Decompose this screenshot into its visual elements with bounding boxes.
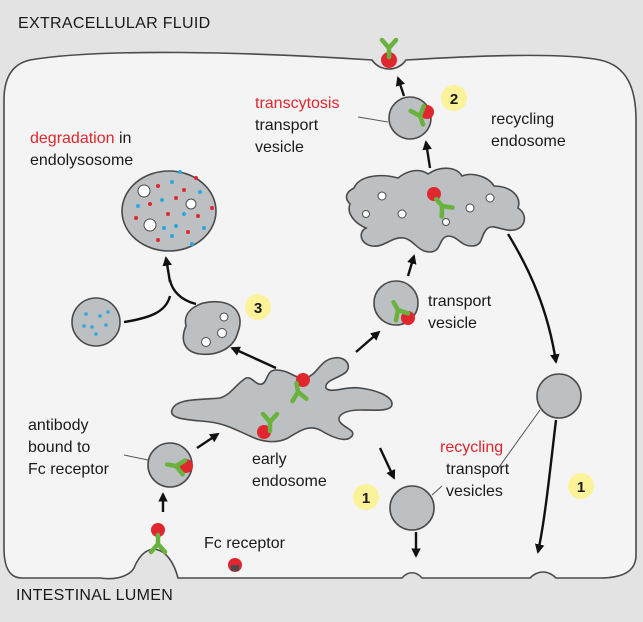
svg-text:recycling: recycling xyxy=(491,111,554,128)
leader-lines xyxy=(123,116,541,496)
endolysosome-particle xyxy=(166,212,170,216)
svg-text:endosome: endosome xyxy=(252,473,327,490)
svg-text:2: 2 xyxy=(450,91,458,108)
svg-text:1: 1 xyxy=(577,479,585,496)
svg-text:transcytosis: transcytosis xyxy=(255,95,339,112)
endolysosome-particle xyxy=(210,206,214,210)
endolysosome-particle xyxy=(196,214,200,218)
region-intestinal-lumen: INTESTINAL LUMEN xyxy=(16,587,173,604)
recycling-transport-vesicle-left xyxy=(389,485,435,531)
badge-1-left: 1 xyxy=(353,484,379,510)
receptor-antibody-recycling-endosome xyxy=(427,187,453,217)
label-fc-receptor: Fc receptor xyxy=(204,535,286,552)
svg-text:endosome: endosome xyxy=(491,133,566,150)
endolysosome-particle xyxy=(202,226,206,230)
label-antibody: antibody bound to Fc receptor xyxy=(28,417,110,478)
badge-2: 2 xyxy=(441,85,467,111)
fluid-phase-vesicle xyxy=(71,297,121,347)
receptor-antibody-pit xyxy=(151,523,165,552)
lysosome-vesicle xyxy=(182,301,241,356)
svg-text:3: 3 xyxy=(254,300,262,317)
endolysosome-particle xyxy=(170,234,174,238)
free-fc-receptor xyxy=(228,558,242,572)
label-transcytosis: transcytosis transport vesicle xyxy=(255,95,339,156)
receptor-antibody-endocytic-vesicle xyxy=(166,458,193,475)
svg-text:transport: transport xyxy=(428,293,492,310)
transcytosis-vesicle xyxy=(388,96,432,140)
label-transport-vesicle: transport vesicle xyxy=(428,293,492,332)
svg-text:1: 1 xyxy=(362,490,370,507)
svg-text:early: early xyxy=(252,451,287,468)
recycling-transport-vesicle-right xyxy=(536,373,582,419)
endolysosome-particle xyxy=(160,198,164,202)
endolysosome-particle xyxy=(174,224,178,228)
svg-text:vesicle: vesicle xyxy=(255,139,304,156)
svg-text:transport: transport xyxy=(446,461,510,478)
svg-text:vesicle: vesicle xyxy=(428,315,477,332)
svg-text:endolysosome: endolysosome xyxy=(30,152,133,169)
endolysosome-particle xyxy=(178,170,182,174)
endolysosome-particle xyxy=(148,202,152,206)
recycling-endosome xyxy=(345,167,526,253)
svg-text:transport: transport xyxy=(255,117,319,134)
label-early-endosome: early endosome xyxy=(252,451,327,490)
receptor-antibody-early-endosome-top xyxy=(290,373,310,401)
svg-text:Fc receptor: Fc receptor xyxy=(28,461,110,478)
region-extracellular-fluid: EXTRACELLULAR FLUID xyxy=(18,15,210,32)
endolysosome-particle xyxy=(162,226,166,230)
label-recycling-endosome: recycling endosome xyxy=(491,111,566,150)
endolysosome-particle xyxy=(182,188,186,192)
endolysosome-particle xyxy=(156,238,160,242)
svg-text:antibody: antibody xyxy=(28,417,89,434)
label-degradation: degradation in endolysosome xyxy=(30,130,133,169)
endolysosome-particle xyxy=(174,196,178,200)
endolysosome-particle xyxy=(156,184,160,188)
endolysosome xyxy=(121,170,217,252)
svg-text:degradation in: degradation in xyxy=(30,130,131,147)
label-recycling-transport-vesicles: recycling transport vesicles xyxy=(440,439,510,500)
receptor-antibody-early-endosome-bottom xyxy=(257,414,277,439)
endolysosome-particle xyxy=(186,230,190,234)
svg-text:bound to: bound to xyxy=(28,439,90,456)
badge-1-right: 1 xyxy=(568,473,594,499)
badge-3: 3 xyxy=(245,294,271,320)
receptor-antibody-top xyxy=(381,40,397,68)
early-endosome xyxy=(171,356,393,443)
pathway-arrows xyxy=(123,76,560,558)
receptor-antibody-transport-vesicle xyxy=(387,299,415,325)
endolysosome-particle xyxy=(136,204,140,208)
endolysosome-particle xyxy=(170,180,174,184)
svg-text:recycling: recycling xyxy=(440,439,503,456)
svg-text:vesicles: vesicles xyxy=(446,483,503,500)
endolysosome-particle xyxy=(182,212,186,216)
endolysosome-particle xyxy=(134,216,138,220)
endolysosome-particle xyxy=(194,176,198,180)
endolysosome-particle xyxy=(198,190,202,194)
endolysosome-particle xyxy=(190,242,194,246)
receptor-antibody-transcytosis-vesicle xyxy=(411,105,434,127)
